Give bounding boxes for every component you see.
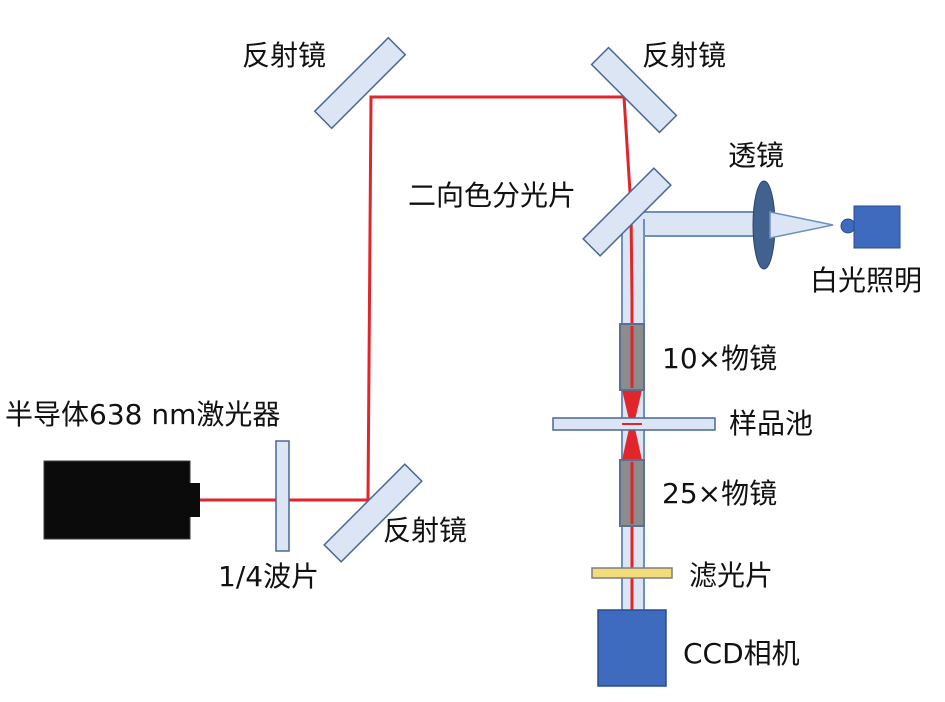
mirror-bottom [323, 463, 423, 563]
label-mirror-bottom: 反射镜 [383, 514, 467, 547]
label-white-light: 白光照明 [810, 264, 922, 297]
ccd-camera [597, 609, 667, 687]
dichroic-mirror [582, 167, 672, 257]
label-quarter-wave-plate: 1/4波片 [218, 560, 319, 593]
label-filter: 滤光片 [689, 559, 773, 592]
label-objective-25x: 25×物镜 [662, 477, 777, 510]
label-mirror-top-left: 反射镜 [242, 39, 326, 72]
laser-source [43, 460, 200, 540]
quarter-wave-plate [275, 440, 290, 552]
mirror-top-right [590, 46, 678, 134]
label-ccd-camera: CCD相机 [683, 637, 800, 670]
white-light-source [840, 205, 901, 249]
label-mirror-top-right: 反射镜 [642, 39, 726, 72]
label-objective-10x: 10×物镜 [662, 342, 777, 375]
white-light-cone [769, 211, 834, 239]
mirror-top-left [313, 36, 407, 130]
label-dichroic: 二向色分光片 [408, 179, 576, 212]
label-lens: 透镜 [728, 139, 784, 172]
label-sample-cell: 样品池 [729, 407, 813, 440]
objective-25x [619, 459, 645, 527]
label-laser: 半导体638 nm激光器 [5, 398, 280, 431]
filter [591, 567, 673, 579]
objective-10x [619, 323, 645, 391]
